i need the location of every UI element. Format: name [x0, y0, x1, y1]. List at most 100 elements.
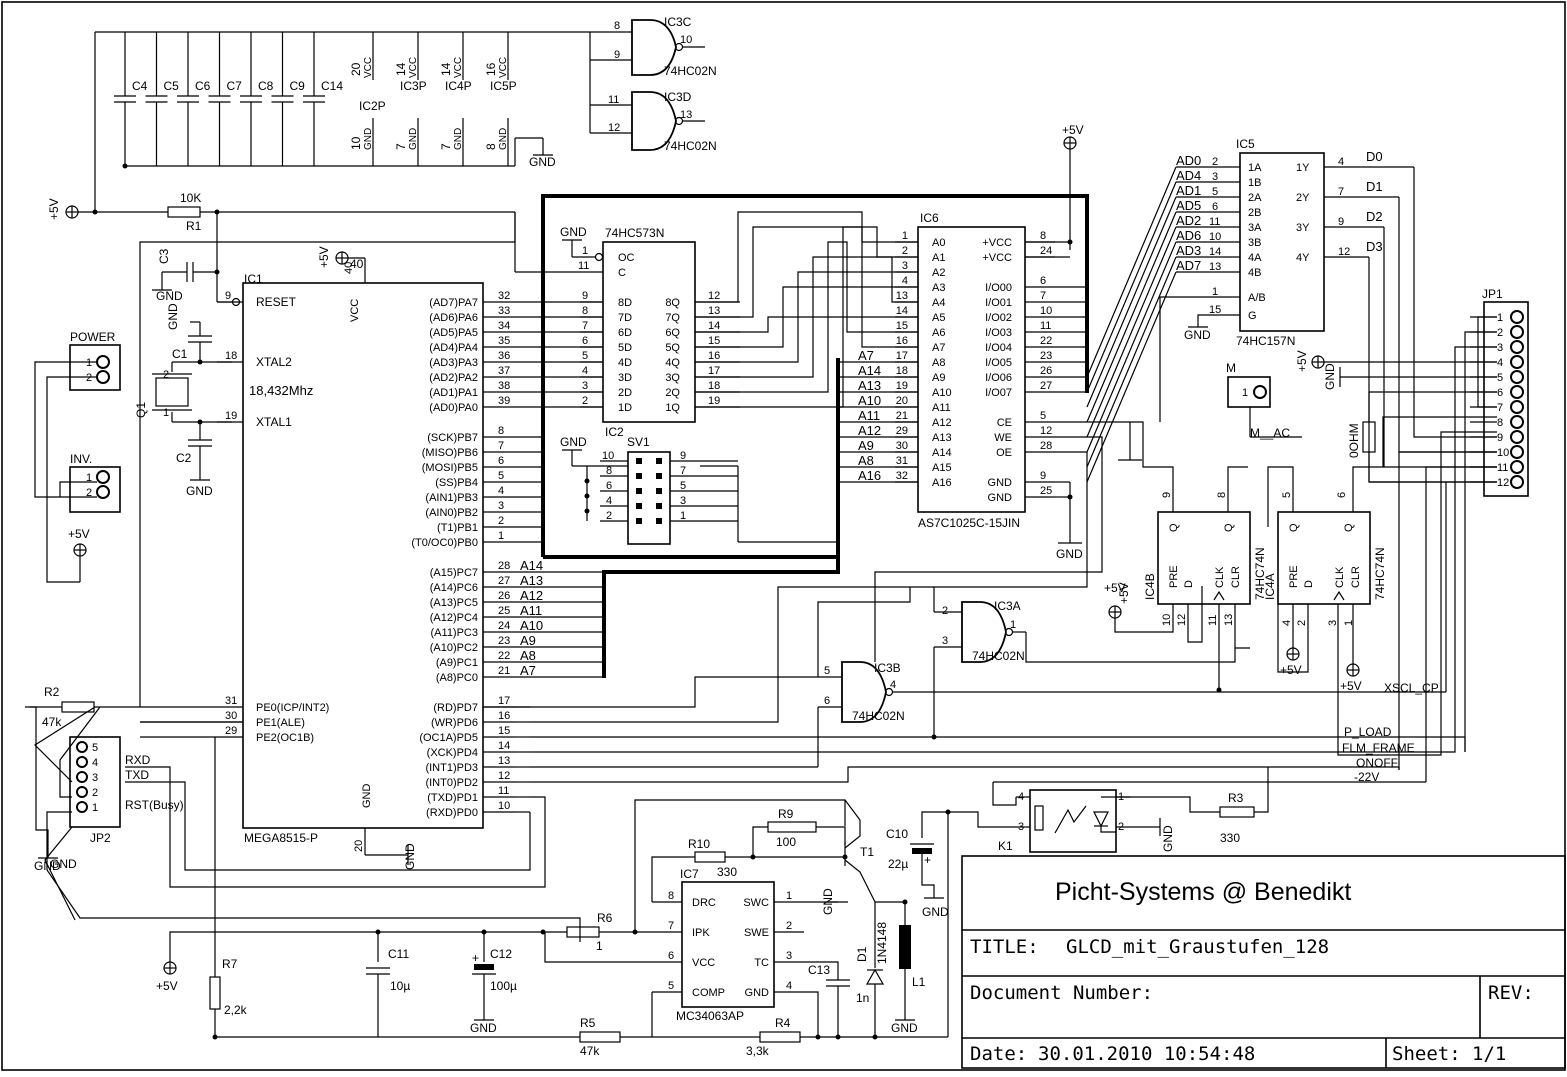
- ic6-pin-name: I/O04: [985, 342, 1012, 354]
- ic1-pin-number: 23: [498, 635, 510, 647]
- wire: [1100, 826, 1116, 833]
- resistor-0ohm-label: 0OHM: [1347, 423, 1361, 458]
- ic6-part-label: AS7C1025C-15JIN: [918, 516, 1020, 530]
- ic2-pin-number: 13: [708, 305, 720, 317]
- ic6-pin-number: 23: [1040, 350, 1052, 362]
- ic6-pin-name: A5: [932, 312, 945, 324]
- jp2-pin-number: 1: [92, 802, 98, 814]
- jp1-pad: [1510, 310, 1524, 324]
- ic6-pin-name: A2: [932, 267, 945, 279]
- ff-pin-name: PRE: [1288, 565, 1300, 588]
- sv1-pin-number: 5: [680, 480, 686, 492]
- cap-c9-ref: C9: [290, 79, 306, 93]
- junction-dot: [842, 854, 848, 860]
- ic6-pin-number: 30: [896, 440, 908, 452]
- ic5-pin-number: 2: [1212, 156, 1218, 168]
- ic2-pin-number: 5: [582, 350, 588, 362]
- m-pin-number: 1: [1242, 387, 1248, 399]
- gnd-label: GND: [403, 843, 417, 870]
- jp1-pad: [1510, 355, 1524, 369]
- ic7-pin-name: DRC: [692, 897, 716, 909]
- gate-part-label: 74HC02N: [852, 709, 905, 723]
- jp2-pin-number: 3: [92, 772, 98, 784]
- reset-vcc: [139, 212, 516, 707]
- junction-dot: [750, 854, 756, 860]
- ic1-pin-name: (AD1)PA1: [429, 387, 478, 399]
- net-label: D2: [1366, 209, 1383, 224]
- crystal-q1-ref: Q1: [134, 402, 148, 418]
- pin-name: GND: [453, 128, 464, 150]
- cap-c7-ref: C7: [227, 79, 243, 93]
- ic6-pin-number: 20: [896, 395, 908, 407]
- cap-c1-ref: C1: [172, 347, 188, 361]
- gate-pin-number: 3: [942, 635, 948, 647]
- cap-c12-value: 100µ: [490, 979, 517, 993]
- ic6-pin-number: 32: [896, 470, 908, 482]
- wire: [1338, 737, 1456, 753]
- net-label: A14: [520, 558, 543, 573]
- pin-name: VCC: [363, 57, 374, 78]
- net-label: -22V: [1354, 770, 1379, 784]
- gnd-label: GND: [156, 289, 183, 303]
- net-label: AD6: [1176, 228, 1201, 243]
- ff-ref-label: IC4B: [1143, 573, 1157, 600]
- jp2-connector: [69, 736, 121, 828]
- jp2-pin-number: 2: [92, 787, 98, 799]
- diode-d1: [865, 968, 885, 985]
- jp2-pad: [76, 786, 88, 798]
- ic6-pin-number: 16: [896, 335, 908, 347]
- ic6-pin-number: 3: [902, 260, 908, 272]
- ic1-pin-name: (INT0)PD2: [425, 777, 478, 789]
- junction-dot: [197, 419, 203, 425]
- polarity-mark: +: [924, 853, 931, 867]
- ic1-pin-number: 22: [498, 650, 510, 662]
- ic1-pin-name: (MISO)PB6: [422, 447, 478, 459]
- ic1-pin-name: (T0/OC0)PB0: [411, 537, 478, 549]
- ic7-mc34063: 8DRC7IPK6VCC5COMP1SWC2SWE3TC4GNDIC7MC340…: [652, 867, 804, 1023]
- ic2-pin-number: 1: [582, 245, 588, 257]
- gate-part-label: 74HC02N: [664, 139, 717, 153]
- ic6-pin-number: 9: [1040, 470, 1046, 482]
- ic7-pin-number: 1: [786, 890, 792, 902]
- ic1-pin-number: 29: [225, 725, 237, 737]
- transistor-t1: [844, 820, 861, 849]
- sv1-pad: [656, 473, 662, 479]
- ic5-pin-name: 1B: [1248, 177, 1261, 189]
- gates-ic3a-ic3b: [817, 452, 1446, 767]
- net-label: A8: [858, 453, 874, 468]
- ic6-pin-name: A6: [932, 327, 945, 339]
- pin-number: 10: [349, 136, 363, 150]
- jp2-ref-label: JP2: [90, 831, 111, 845]
- cap-c13-ref: C13: [808, 963, 830, 977]
- ic2-pin-name: 4D: [618, 357, 632, 369]
- ic1-pin-name: (AD3)PA3: [429, 357, 478, 369]
- net-label: M__AC: [1250, 426, 1290, 440]
- gate-pin-number: 6: [824, 695, 830, 707]
- junction-dot: [214, 269, 220, 275]
- cap-c13-value: 1n: [856, 991, 869, 1005]
- ic6-pin-number: 27: [1040, 380, 1052, 392]
- ipk-wire: [634, 799, 846, 932]
- resistor-r9-value: 100: [776, 835, 796, 849]
- m-ref-label: M: [1226, 361, 1236, 375]
- ic6-pin-number: 15: [896, 320, 908, 332]
- ic6-pin-name: GND: [988, 492, 1013, 504]
- ic1-part-label: MEGA8515-P: [244, 831, 318, 845]
- rxd-wire: [125, 781, 531, 871]
- relay-coil: [1034, 805, 1044, 831]
- ic6-pin-name: +VCC: [982, 252, 1012, 264]
- jp1-pin-number: 2: [1497, 327, 1503, 339]
- resistor-r3-value: 330: [1220, 831, 1240, 845]
- ic6-pin-name: A15: [932, 462, 952, 474]
- ic6-pin-name: GND: [988, 477, 1013, 489]
- junction-dot: [212, 1034, 218, 1040]
- net-label: A8: [520, 648, 536, 663]
- jp1-pin-number: 3: [1497, 342, 1503, 354]
- net-label: A10: [520, 618, 543, 633]
- ff-pin-number: 13: [1223, 614, 1235, 626]
- ic2-pin-number: 18: [708, 380, 720, 392]
- net-label: TXD: [125, 768, 149, 782]
- ic5-pin-number: 6: [1212, 201, 1218, 213]
- ic2-pin-name: 7Q: [665, 312, 680, 324]
- ic7-pin-number: 2: [786, 920, 792, 932]
